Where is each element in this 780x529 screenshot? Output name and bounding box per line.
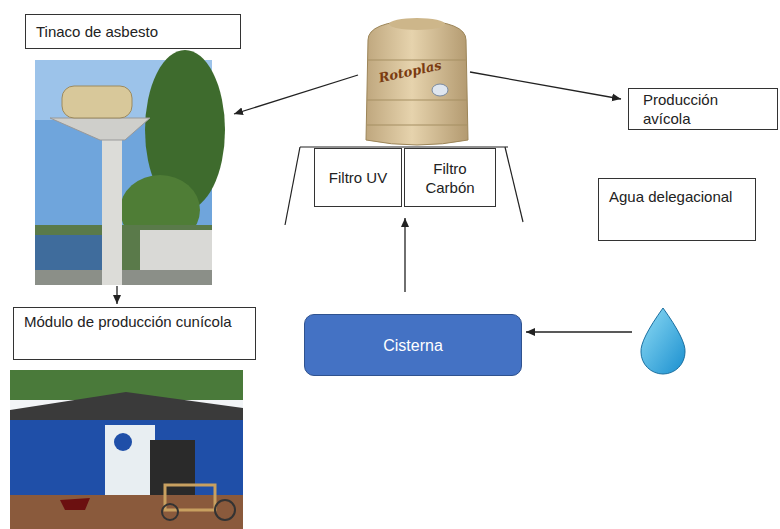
node-text: Agua delegacional (609, 187, 732, 206)
node-text: Producción avícola (643, 90, 763, 128)
tinaco-photo (35, 50, 225, 285)
filter-stand (285, 147, 523, 225)
node-text: Tinaco de asbesto (36, 22, 158, 41)
node-text: Filtro UV (329, 168, 387, 187)
label-box: Módulo de producción cunícola (13, 307, 256, 360)
node-text: Módulo de producción cunícola (24, 312, 232, 331)
label-box: Tinaco de asbesto (25, 14, 241, 49)
node-text: Cisterna (383, 336, 443, 355)
water-tank (366, 18, 468, 145)
modulo-photo (10, 370, 243, 529)
label-box: Filtro Carbón (404, 148, 496, 207)
label-box: Producción avícola (628, 88, 778, 130)
flow-arrows (117, 72, 632, 332)
label-box: Agua delegacional (598, 178, 756, 241)
tank-box: Cisterna (304, 314, 522, 376)
water-drop (641, 308, 685, 374)
label-box: Filtro UV (314, 148, 402, 207)
node-text: Filtro Carbón (411, 159, 489, 197)
